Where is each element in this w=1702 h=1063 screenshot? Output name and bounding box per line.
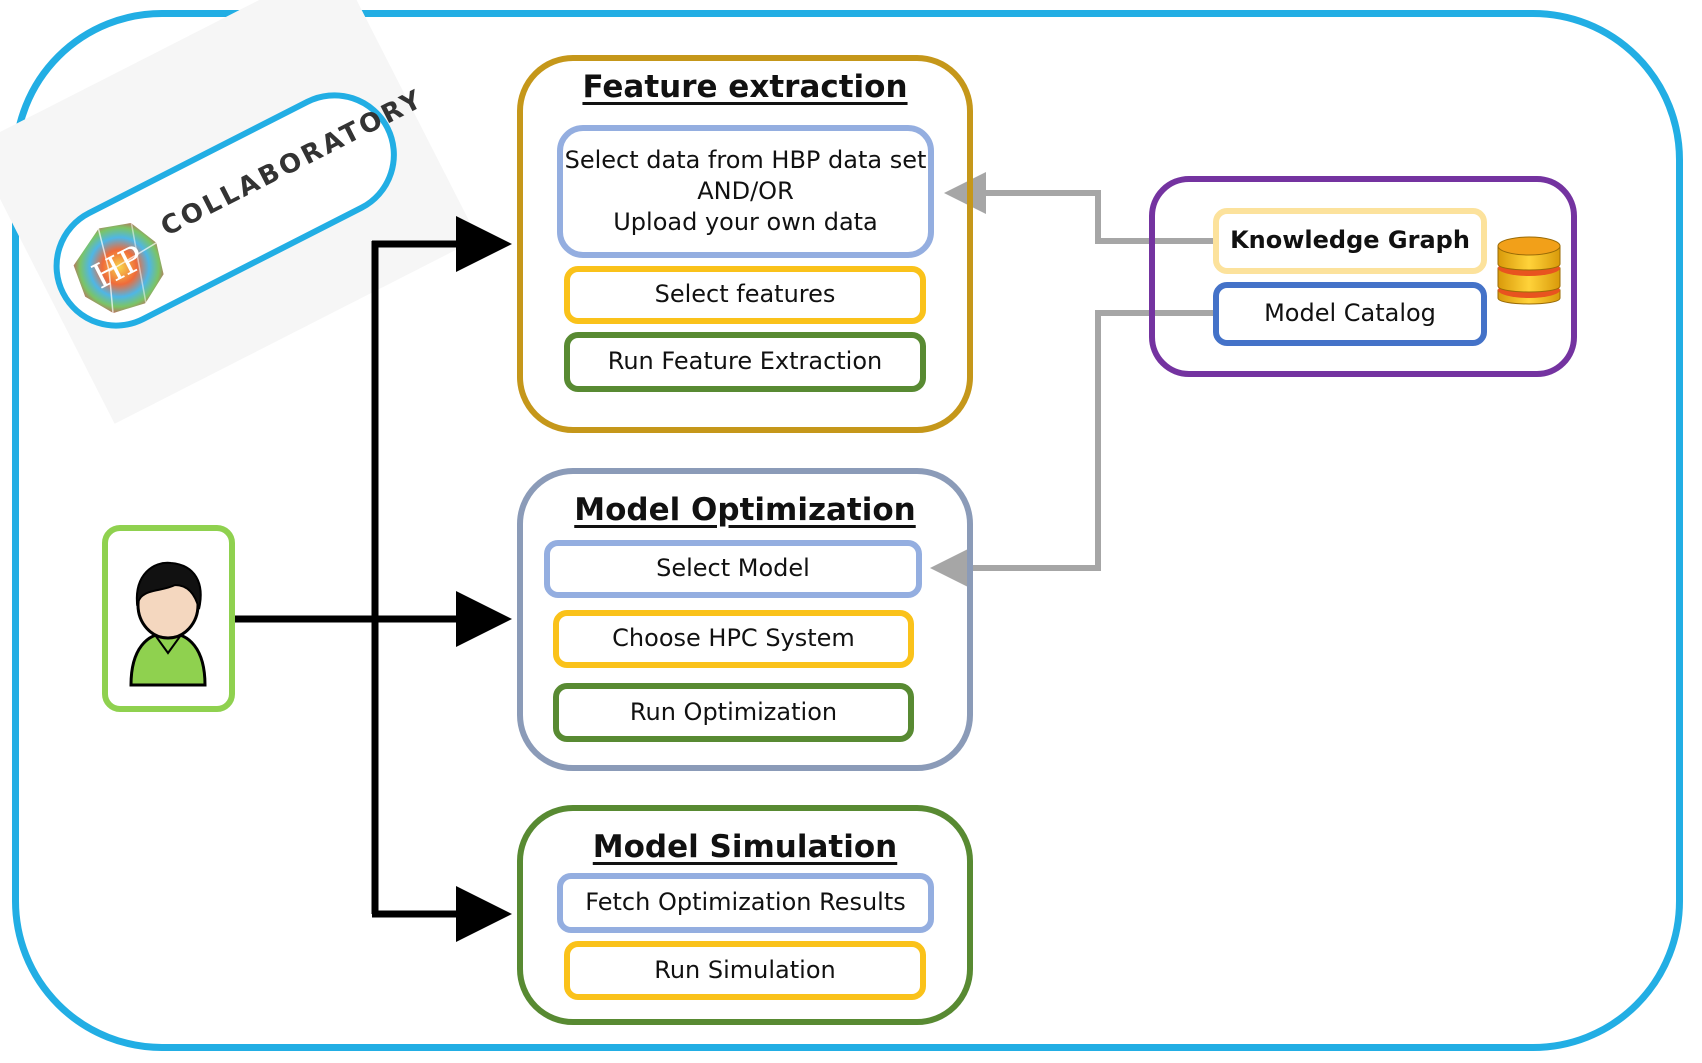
select-data-line-2: AND/OR [697, 176, 794, 205]
services-panel [1149, 176, 1577, 377]
collaboratory-logo: HP COLLABORATORY [32, 70, 429, 351]
select-data-line-3: Upload your own data [613, 208, 878, 237]
select-model-step[interactable]: Select Model [544, 540, 922, 598]
select-features-step[interactable]: Select features [564, 266, 926, 324]
fetch-results-label: Fetch Optimization Results [585, 888, 906, 917]
knowledge-graph-label: Knowledge Graph [1230, 226, 1470, 255]
model-simulation-panel: Model Simulation [517, 805, 973, 1025]
hbp-brain-logo-icon: HP [71, 220, 166, 316]
select-data-step[interactable]: Select data from HBP data set AND/OR Upl… [557, 125, 934, 258]
feature-extraction-title: Feature extraction [582, 69, 908, 105]
fetch-results-step[interactable]: Fetch Optimization Results [557, 873, 934, 933]
select-model-label: Select Model [656, 554, 810, 583]
choose-hpc-step[interactable]: Choose HPC System [553, 610, 914, 668]
run-simulation-step[interactable]: Run Simulation [564, 941, 926, 1000]
model-simulation-title: Model Simulation [592, 829, 898, 865]
feature-extraction-panel: Feature extraction [517, 55, 973, 433]
run-feature-extraction-step[interactable]: Run Feature Extraction [564, 332, 926, 392]
model-catalog-label: Model Catalog [1264, 299, 1436, 328]
run-feature-extraction-label: Run Feature Extraction [607, 347, 883, 376]
collaboratory-frame [12, 10, 1683, 1051]
run-optimization-step[interactable]: Run Optimization [553, 683, 914, 742]
model-optimization-panel: Model Optimization [517, 468, 973, 771]
model-catalog-box[interactable]: Model Catalog [1213, 282, 1487, 346]
user-icon [129, 561, 207, 687]
select-data-line-1: Select data from HBP data set [564, 145, 927, 174]
database-icon [1497, 236, 1561, 305]
run-optimization-label: Run Optimization [629, 697, 838, 726]
run-simulation-label: Run Simulation [654, 955, 836, 984]
knowledge-graph-box[interactable]: Knowledge Graph [1213, 208, 1487, 274]
model-optimization-title: Model Optimization [574, 492, 916, 528]
select-features-label: Select features [654, 280, 836, 309]
choose-hpc-label: Choose HPC System [612, 624, 855, 653]
user-panel [102, 525, 235, 712]
